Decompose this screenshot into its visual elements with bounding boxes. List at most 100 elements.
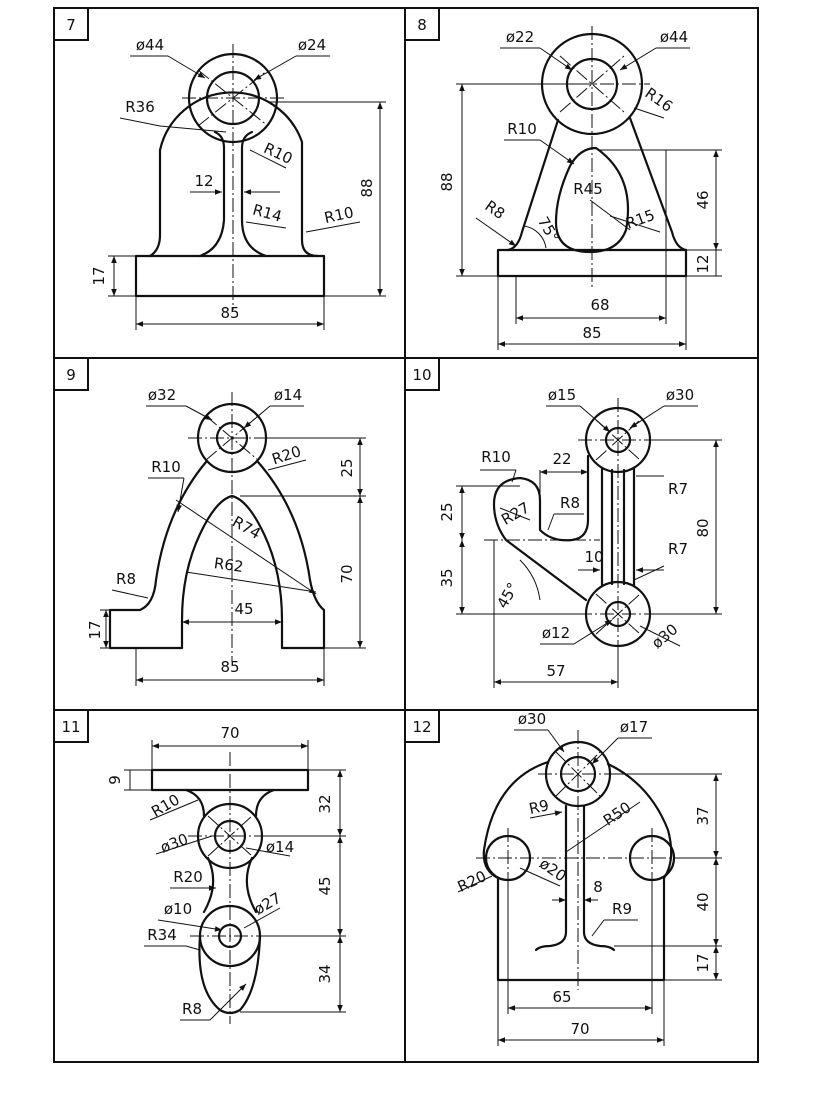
panel-number: 9 [66, 366, 76, 384]
dim-h88: 88 [358, 178, 376, 197]
panel-12: 12 [404, 709, 722, 1046]
panel-number: 12 [412, 718, 431, 736]
dim-r9-upper: R9 [527, 796, 550, 818]
dim-w70: 70 [220, 724, 239, 742]
dim-r20: R20 [270, 442, 304, 468]
centerlines [484, 398, 662, 656]
dim-r7-upper: R7 [668, 480, 688, 498]
dim-a75: 75° [534, 213, 563, 245]
panel-10: 10 [404, 357, 722, 688]
dim-w65: 65 [552, 988, 571, 1006]
dim-r16: R16 [642, 84, 677, 116]
dim-r14: R14 [251, 201, 284, 226]
dimension-lines [108, 55, 386, 330]
dim-r10: R10 [148, 790, 183, 820]
dim-d15: ø15 [548, 386, 576, 404]
panel-number: 11 [61, 718, 80, 736]
dimension-lines [456, 405, 722, 688]
dim-w10: 10 [584, 548, 603, 566]
dim-w85: 85 [582, 324, 601, 342]
dim-r27: R27 [498, 498, 533, 528]
dim-d14: ø14 [266, 838, 294, 856]
dim-r34: R34 [147, 926, 177, 944]
dim-w85: 85 [220, 304, 239, 322]
dim-r20: R20 [173, 868, 203, 886]
part-outline [134, 52, 326, 298]
panel-number: 8 [417, 16, 427, 34]
dimension-lines [124, 740, 346, 1021]
dim-r45: R45 [573, 180, 603, 198]
dim-d30-lower: ø30 [648, 620, 681, 652]
dim-w70: 70 [570, 1020, 589, 1038]
dim-d30: ø30 [158, 830, 191, 857]
dimension-lines [100, 405, 366, 686]
dim-r10-lower: R10 [323, 203, 356, 227]
dim-d32: ø32 [148, 386, 176, 404]
dim-h32: 32 [316, 794, 334, 813]
panel-number-box [53, 7, 89, 41]
dim-h45: 45 [316, 876, 334, 895]
panel-7: 7 ø44 [53, 7, 386, 330]
dim-h17: 17 [694, 953, 712, 972]
dim-h17: 17 [90, 266, 108, 285]
panel-11: 11 [53, 709, 346, 1024]
dim-h80: 80 [694, 518, 712, 537]
part-outline [482, 740, 676, 982]
dim-r8: R8 [482, 197, 509, 223]
panel-number-box [404, 709, 440, 743]
dim-h37: 37 [694, 806, 712, 825]
dim-r74: R74 [229, 512, 264, 542]
panel-number-box [404, 357, 440, 391]
dim-h9: 9 [106, 775, 124, 785]
dim-r8: R8 [560, 494, 580, 512]
dimension-lines [456, 47, 722, 350]
dim-r62: R62 [213, 554, 245, 576]
dim-h46: 46 [694, 190, 712, 209]
dim-w22: 22 [552, 450, 571, 468]
dim-w68: 68 [590, 296, 609, 314]
panel-number: 10 [412, 366, 431, 384]
dim-h35: 35 [438, 568, 456, 587]
dim-h88: 88 [438, 172, 456, 191]
dim-r10: R10 [507, 120, 537, 138]
dim-w85: 85 [220, 658, 239, 676]
dim-r8: R8 [182, 1000, 202, 1018]
panel-number-box [53, 709, 89, 743]
dim-h70: 70 [338, 564, 356, 583]
centerlines [476, 730, 720, 990]
dim-h34: 34 [316, 964, 334, 983]
dim-d44: ø44 [660, 28, 688, 46]
panel-number-box [53, 357, 89, 391]
part-outline [108, 402, 326, 650]
dim-r9-lower: R9 [612, 900, 632, 918]
dim-d30-upper: ø30 [666, 386, 694, 404]
dim-d10: ø10 [164, 900, 192, 918]
dim-r8: R8 [116, 570, 136, 588]
dim-d20: ø20 [536, 854, 569, 885]
dim-r10: R10 [151, 458, 181, 476]
dim-w12: 12 [194, 172, 213, 190]
dim-a45: 45° [493, 579, 522, 611]
panel-number-box [404, 7, 440, 41]
panel-number: 7 [66, 16, 76, 34]
dim-h25: 25 [338, 458, 356, 477]
dim-r7-lower: R7 [668, 540, 688, 558]
dim-d44: ø44 [136, 36, 164, 54]
dim-h12: 12 [694, 254, 712, 273]
dim-h17: 17 [86, 620, 104, 639]
panel-8: 8 [404, 7, 722, 350]
dim-d24: ø24 [298, 36, 326, 54]
part-outline [492, 406, 652, 648]
dim-h40: 40 [694, 892, 712, 911]
dim-w57: 57 [546, 662, 565, 680]
dim-d14: ø14 [274, 386, 302, 404]
dim-r50: R50 [600, 798, 635, 829]
dim-w45: 45 [234, 600, 253, 618]
dim-d27: ø27 [251, 889, 284, 919]
dim-d12: ø12 [542, 624, 570, 642]
dim-d17: ø17 [620, 718, 648, 736]
dim-r10: R10 [481, 448, 511, 466]
dimension-lines [457, 729, 722, 1046]
dim-h25: 25 [438, 502, 456, 521]
